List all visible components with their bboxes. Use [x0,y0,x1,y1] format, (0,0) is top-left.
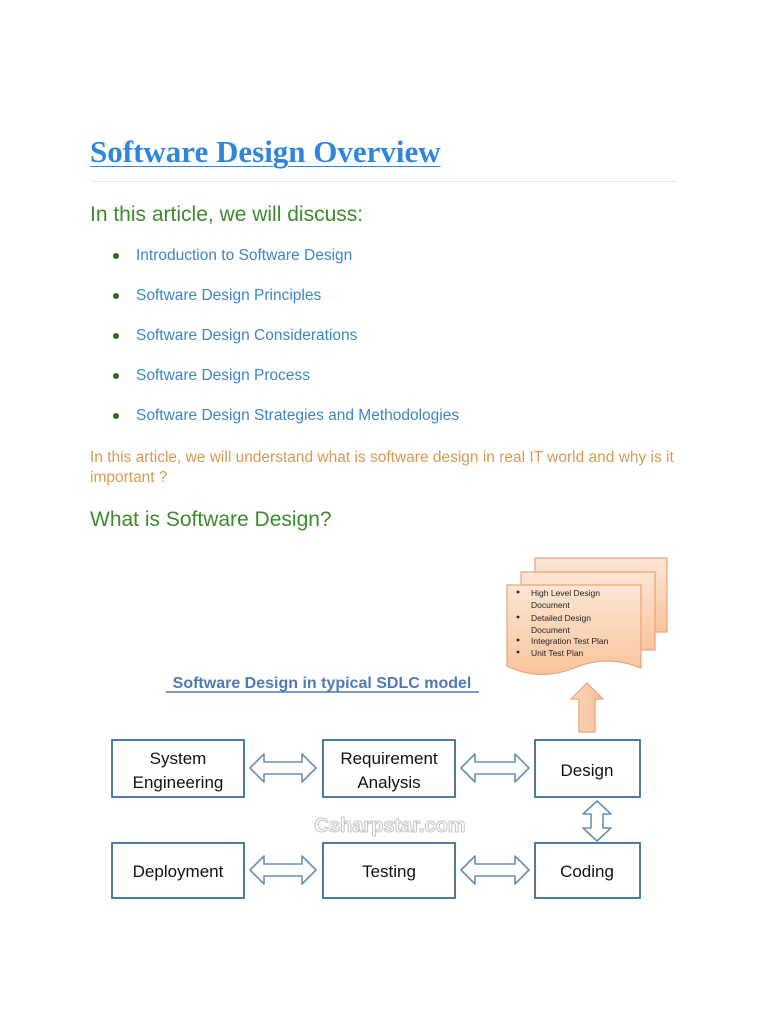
double-arrow-icon [249,855,317,885]
section-heading: What is Software Design? [90,508,332,531]
deployment-box [111,842,245,899]
testing-box [322,842,456,899]
document-item: Integration Test Plan [531,636,609,646]
topic-item[interactable]: Software Design Process [113,366,459,406]
vertical-double-arrow-icon [582,800,612,842]
bullet-icon [113,293,119,299]
double-arrow-icon [460,855,530,885]
topic-label: Software Design Process [136,367,311,384]
page-title[interactable]: Software Design Overview [90,134,441,169]
watermark: Csharpstar.com [314,815,465,837]
topic-item[interactable]: Software Design Considerations [113,326,459,366]
topic-label: Software Design Principles [136,287,322,304]
topic-label: Software Design Considerations [136,327,358,344]
up-arrow-icon [569,682,605,733]
title-divider [90,181,677,182]
requirement-analysis-label: Requirement [340,749,438,768]
double-arrow-icon [249,753,317,783]
document-bullet-icon [516,615,520,619]
bullet-icon [113,413,119,419]
diagram-caption: Software Design in typical SDLC model [173,675,472,692]
document-bullet-icon [516,638,520,642]
topic-list: Introduction to Software Design Software… [113,246,459,446]
document-stack: High Level Design Document Detailed Desi… [506,557,668,676]
bullet-icon [113,373,119,379]
document-item: Document [531,600,570,610]
testing-label: Testing [362,862,416,881]
document-item: Detailed Design [531,613,591,623]
document-bullet-icon [516,650,520,654]
document-item: High Level Design [531,588,600,598]
bullet-icon [113,333,119,339]
document-bullet-icon [516,590,520,594]
deployment-label: Deployment [133,862,224,881]
topic-item[interactable]: Software Design Strategies and Methodolo… [113,406,459,446]
topic-label: Software Design Strategies and Methodolo… [136,407,460,424]
topic-item[interactable]: Software Design Principles [113,286,459,326]
topic-item[interactable]: Introduction to Software Design [113,246,459,286]
system-engineering-label: Engineering [133,773,224,792]
topic-label: Introduction to Software Design [136,247,353,264]
double-arrow-icon [460,753,530,783]
intro-paragraph: In this article, we will understand what… [90,449,674,486]
coding-label: Coding [560,862,614,881]
coding-box [534,842,641,899]
requirement-analysis-box [322,739,456,798]
design-label: Design [561,761,614,780]
design-box [534,739,641,798]
document-item: Unit Test Plan [531,648,584,658]
bullet-icon [113,253,119,259]
system-engineering-label: System [150,749,207,768]
document-sheet-front [506,584,642,676]
requirement-analysis-label: Analysis [357,773,420,792]
document-item: Document [531,625,570,635]
system-engineering-box [111,739,245,798]
discuss-heading: In this article, we will discuss: [90,203,364,226]
